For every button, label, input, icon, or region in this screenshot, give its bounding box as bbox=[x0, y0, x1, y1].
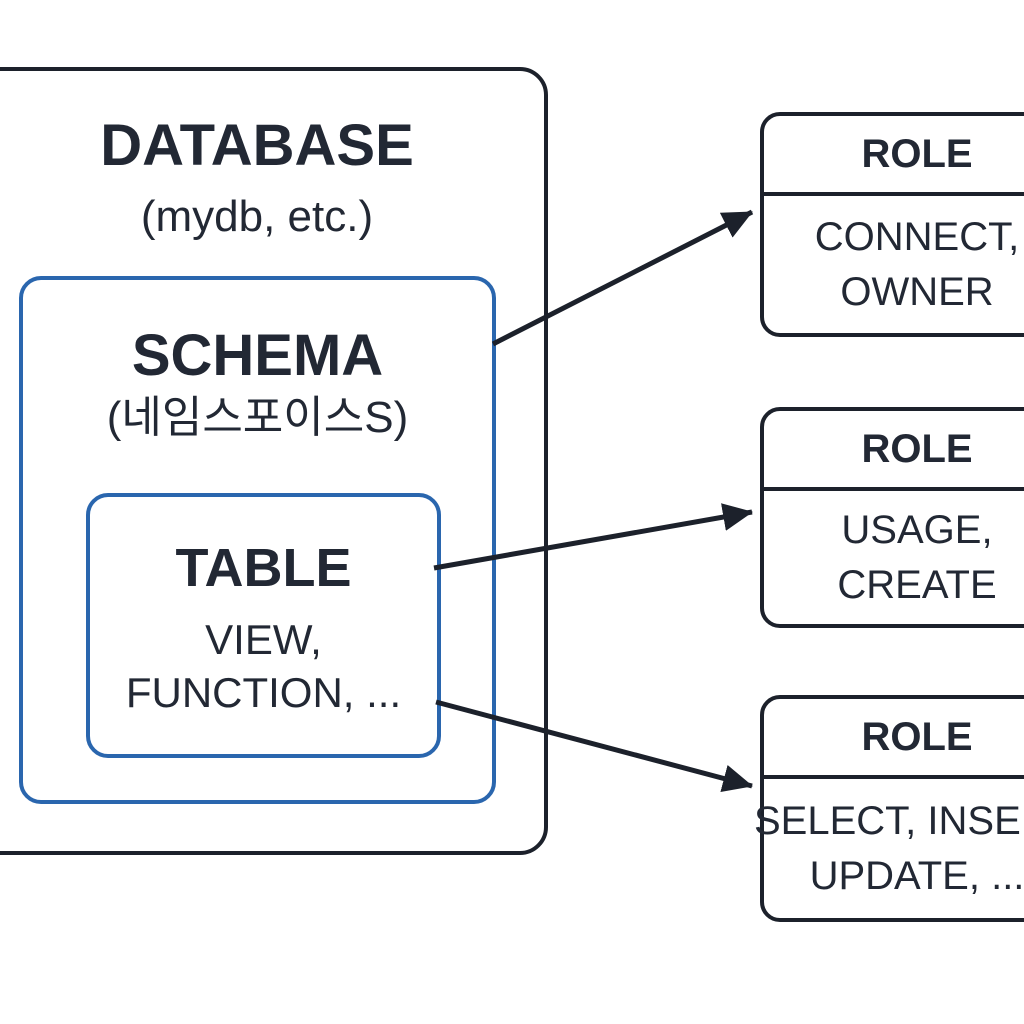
role-title: ROLE bbox=[764, 699, 1024, 779]
table-object-list: VIEW, FUNCTION, ... bbox=[125, 616, 402, 716]
role-box-database: ROLE CONNECT, OWNER bbox=[760, 112, 1024, 337]
database-title: DATABASE bbox=[100, 113, 414, 178]
role-box-schema: ROLE USAGE, CREATE bbox=[760, 407, 1024, 628]
schema-box: SCHEMA (네임스포이스S) TABLE VIEW, FUNCTION, .… bbox=[19, 276, 496, 804]
role-title: ROLE bbox=[764, 411, 1024, 491]
database-box: DATABASE (mydb, etc.) SCHEMA (네임스포이스S) T… bbox=[0, 67, 548, 855]
role-box-table: ROLE SELECT, INSERT, UPDATE, ... bbox=[753, 695, 1024, 922]
schema-title: SCHEMA bbox=[131, 323, 384, 388]
schema-subtitle: (네임스포이스S) bbox=[106, 393, 409, 442]
role-title: ROLE bbox=[764, 116, 1024, 196]
role-privileges: CONNECT, OWNER bbox=[814, 214, 1020, 314]
table-title: TABLE bbox=[175, 538, 352, 598]
role-privileges: SELECT, INSERT, UPDATE, ... bbox=[753, 798, 1024, 898]
role-privileges: USAGE, CREATE bbox=[837, 507, 997, 607]
table-box: TABLE VIEW, FUNCTION, ... bbox=[86, 493, 441, 758]
database-subtitle: (mydb, etc.) bbox=[140, 192, 374, 241]
